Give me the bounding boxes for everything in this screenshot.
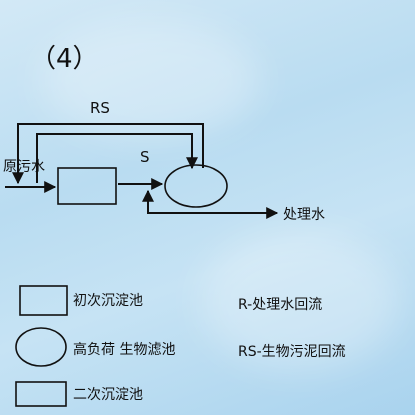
- r-recycle-line: [36, 133, 198, 183]
- effluent-label: 处理水: [283, 207, 325, 223]
- rs-recycle-line: [12, 123, 204, 185]
- background-highlight: [200, 230, 400, 370]
- legend-secondary-clarifier-label: 二次沉淀池: [73, 387, 143, 403]
- legend-secondary-clarifier-symbol: [15, 381, 67, 407]
- rs-label: RS: [90, 99, 110, 117]
- effluent-arrow: [142, 189, 279, 219]
- primary-clarifier-box: [57, 167, 117, 205]
- note-rs-definition: RS-生物污泥回流: [238, 344, 346, 360]
- legend-biofilter-symbol: [15, 327, 67, 367]
- legend-primary-clarifier-label: 初次沉淀池: [73, 292, 143, 309]
- influent-label: 原污水: [3, 159, 45, 175]
- legend-primary-clarifier-symbol: [19, 285, 68, 316]
- background-highlight: [40, 20, 260, 140]
- problem-number: （4）: [30, 44, 99, 74]
- biofilter-ellipse: [164, 164, 228, 208]
- s-label: S: [140, 148, 150, 166]
- legend-biofilter-label: 高负荷 生物滤池: [73, 341, 175, 358]
- note-r-definition: R-处理水回流: [238, 297, 322, 313]
